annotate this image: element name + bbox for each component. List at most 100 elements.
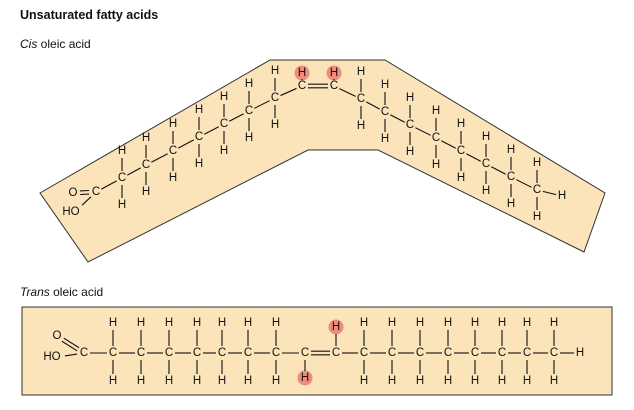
trans-carbon-4: C	[165, 347, 173, 359]
trans-h-down-7: H	[244, 375, 252, 387]
trans-h-up-16: H	[498, 317, 506, 329]
trans-carbon-13: C	[416, 347, 424, 359]
trans-h-up-3: H	[137, 317, 145, 329]
cis-h-down-17: H	[507, 198, 515, 210]
trans-carbon-12: C	[388, 347, 396, 359]
cis-oleic-acid-structure: OHOCCHHCHHCHHCHHCHHCHHCHHCHCHCHHCHHCHHCH…	[39, 59, 606, 263]
cis-h-up-16: H	[482, 131, 490, 143]
cis-h-up-3: H	[142, 132, 150, 144]
trans-h-down-8: H	[272, 375, 280, 387]
cis-hydroxyl: HO	[62, 206, 79, 218]
trans-c-oh-bond	[64, 353, 78, 357]
cis-carbon-13: C	[406, 119, 414, 131]
cis-h-highlight-10-highlight	[326, 65, 342, 81]
trans-carbon-1: C	[80, 347, 88, 359]
trans-carbon-11: C	[360, 347, 368, 359]
cis-h-up-13: H	[406, 92, 414, 104]
cis-panel	[39, 59, 606, 263]
trans-h-up-5: H	[193, 317, 201, 329]
trans-h-down-16: H	[498, 375, 506, 387]
trans-carbon-14: C	[444, 347, 452, 359]
cis-h-highlight-9-highlight	[294, 65, 310, 81]
cis-bond-4	[151, 153, 168, 163]
trans-carbon-10: C	[332, 347, 340, 359]
cis-h-up-11: H	[357, 66, 365, 78]
trans-h-down-18: H	[550, 375, 558, 387]
trans-h-up-18: H	[550, 317, 558, 329]
trans-h-down-9-highlight	[297, 370, 313, 386]
cis-label-italic: Cis	[20, 37, 38, 51]
cis-h-down-15: H	[457, 172, 465, 184]
cis-bond-15	[441, 140, 456, 149]
cis-h-down-11: H	[357, 120, 365, 132]
cis-carbon-7: C	[245, 105, 253, 117]
trans-c-o-double-bond-b	[63, 337, 80, 349]
cis-h-down-14: H	[432, 159, 440, 171]
cis-bond-3	[127, 167, 141, 176]
trans-h-up-15: H	[471, 317, 479, 329]
trans-h-down-17: H	[523, 375, 531, 387]
cis-h-down-6: H	[220, 145, 228, 157]
cis-h-down-2: H	[118, 199, 126, 211]
trans-h-down-3: H	[137, 375, 145, 387]
trans-carbon-6: C	[218, 347, 226, 359]
trans-h-down-6: H	[218, 375, 226, 387]
cis-bond-13	[390, 114, 405, 123]
cis-carbonyl-oxygen: O	[69, 187, 78, 199]
cis-bond-5	[178, 139, 194, 149]
cis-h-down-18: H	[533, 211, 541, 223]
cis-bond-17	[491, 166, 506, 175]
cis-carbon-12: C	[381, 106, 389, 118]
trans-c-o-double-bond-a	[61, 340, 78, 352]
figure-title: Unsaturated fatty acids	[20, 8, 159, 22]
cis-carbon-9: C	[298, 80, 306, 92]
trans-h-down-13: H	[416, 375, 424, 387]
trans-h-up-4: H	[165, 317, 173, 329]
cis-carbon-3: C	[142, 159, 150, 171]
trans-h-down-11: H	[360, 375, 368, 387]
cis-carbon-10: C	[330, 80, 338, 92]
cis-carbon-4: C	[169, 145, 177, 157]
trans-terminal-h: H	[576, 347, 584, 359]
cis-h-up-4: H	[169, 118, 177, 130]
cis-carbon-11: C	[357, 93, 365, 105]
trans-h-down-4: H	[165, 375, 173, 387]
cis-carbon-1: C	[92, 186, 100, 198]
trans-h-down-15: H	[471, 375, 479, 387]
cis-carbon-15: C	[457, 145, 465, 157]
trans-carbonyl-oxygen: O	[53, 330, 62, 342]
cis-carbon-2: C	[118, 172, 126, 184]
trans-h-down-12: H	[388, 375, 396, 387]
cis-h-up-14: H	[432, 105, 440, 117]
trans-h-up-8: H	[272, 317, 280, 329]
trans-h-up-2: H	[109, 317, 117, 329]
trans-h-down-9: H	[301, 372, 309, 384]
cis-bond-2	[101, 180, 117, 190]
cis-h-down-16: H	[482, 185, 490, 197]
trans-label: Trans oleic acid	[20, 285, 103, 299]
cis-h-down-7: H	[245, 132, 253, 144]
cis-h-highlight-9: H	[298, 67, 306, 79]
cis-terminal-h: H	[558, 190, 566, 202]
cis-carbon-8: C	[271, 92, 279, 104]
trans-h-up-17: H	[523, 317, 531, 329]
trans-h-down-2: H	[109, 375, 117, 387]
cis-carbon-14: C	[432, 132, 440, 144]
cis-h-up-15: H	[457, 118, 465, 130]
cis-bond-18	[516, 179, 532, 188]
cis-h-up-5: H	[195, 104, 203, 116]
cis-bond-12	[366, 101, 380, 110]
cis-bond-6	[204, 126, 219, 135]
cis-bond-9	[280, 87, 297, 97]
cis-h-up-8: H	[271, 65, 279, 77]
trans-label-rest: oleic acid	[49, 285, 104, 299]
trans-h-up-12: H	[388, 317, 396, 329]
trans-h-up-13: H	[416, 317, 424, 329]
trans-h-down-14: H	[444, 375, 452, 387]
cis-h-down-3: H	[142, 186, 150, 198]
trans-carbon-7: C	[244, 347, 252, 359]
trans-carbon-9: C	[301, 347, 309, 359]
trans-h-down-5: H	[193, 375, 201, 387]
cis-c-oh-bond	[81, 196, 92, 206]
